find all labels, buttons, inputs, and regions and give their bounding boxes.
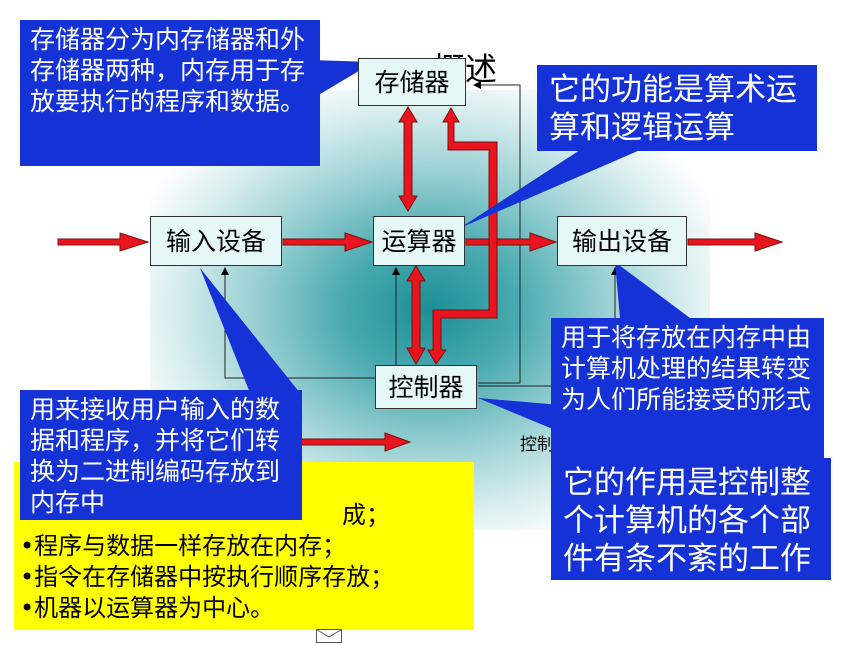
pointer-alu: [460, 150, 640, 228]
input-device-label: 输入设备: [165, 226, 266, 256]
alu-label: 运算器: [381, 226, 457, 256]
arrow-alu-to-output: [465, 232, 558, 252]
alu-callout: 它的功能是算术运算和逻辑运算: [537, 65, 817, 151]
summary-line-2: •程序与数据一样存放在内存；: [20, 532, 347, 560]
pointer-input: [200, 268, 300, 393]
control-box: 控制器: [375, 365, 477, 409]
pointer-control: [478, 398, 560, 432]
arrow-memory-alu: [398, 106, 418, 212]
arrow-out-of-output: [687, 232, 784, 252]
summary-line-3: •指令在存储器中按执行顺序存放；: [20, 563, 395, 591]
arrow-alu-control: [406, 265, 426, 366]
arrow-input-to-alu: [282, 232, 374, 252]
memory-callout: 存储器分为内存储器和外存储器两种，内存用于存放要执行的程序和数据。: [20, 20, 320, 166]
summary-line-4: •机器以运算器为中心。: [20, 594, 275, 622]
alu-box: 运算器: [373, 216, 465, 266]
output-callout: 用于将存放在内存中由计算机处理的结果转变为人们所能接受的形式: [551, 318, 824, 460]
memory-box: 存储器: [358, 58, 466, 106]
memory-label: 存储器: [374, 67, 450, 97]
envelope-icon[interactable]: [316, 629, 342, 643]
input-device-box: 输入设备: [150, 216, 282, 266]
partial-label: 控制: [520, 435, 554, 455]
summary-line-1-tail: 成；: [342, 501, 390, 529]
summary-line-1: 成；: [20, 500, 468, 531]
pointer-output: [615, 262, 690, 318]
control-label: 控制器: [388, 372, 464, 402]
output-device-box: 输出设备: [557, 216, 687, 266]
input-callout: 用来接收用户输入的数据和程序，并将它们转换为二进制编码存放到内存中: [20, 390, 302, 520]
control-callout: 它的作用是控制整个计算机的各个部件有条不紊的工作: [551, 458, 831, 580]
output-device-label: 输出设备: [571, 226, 672, 256]
arrow-into-input: [57, 232, 150, 252]
arrow-control-to-memory: [427, 106, 498, 365]
arrow-partial: [299, 432, 412, 452]
